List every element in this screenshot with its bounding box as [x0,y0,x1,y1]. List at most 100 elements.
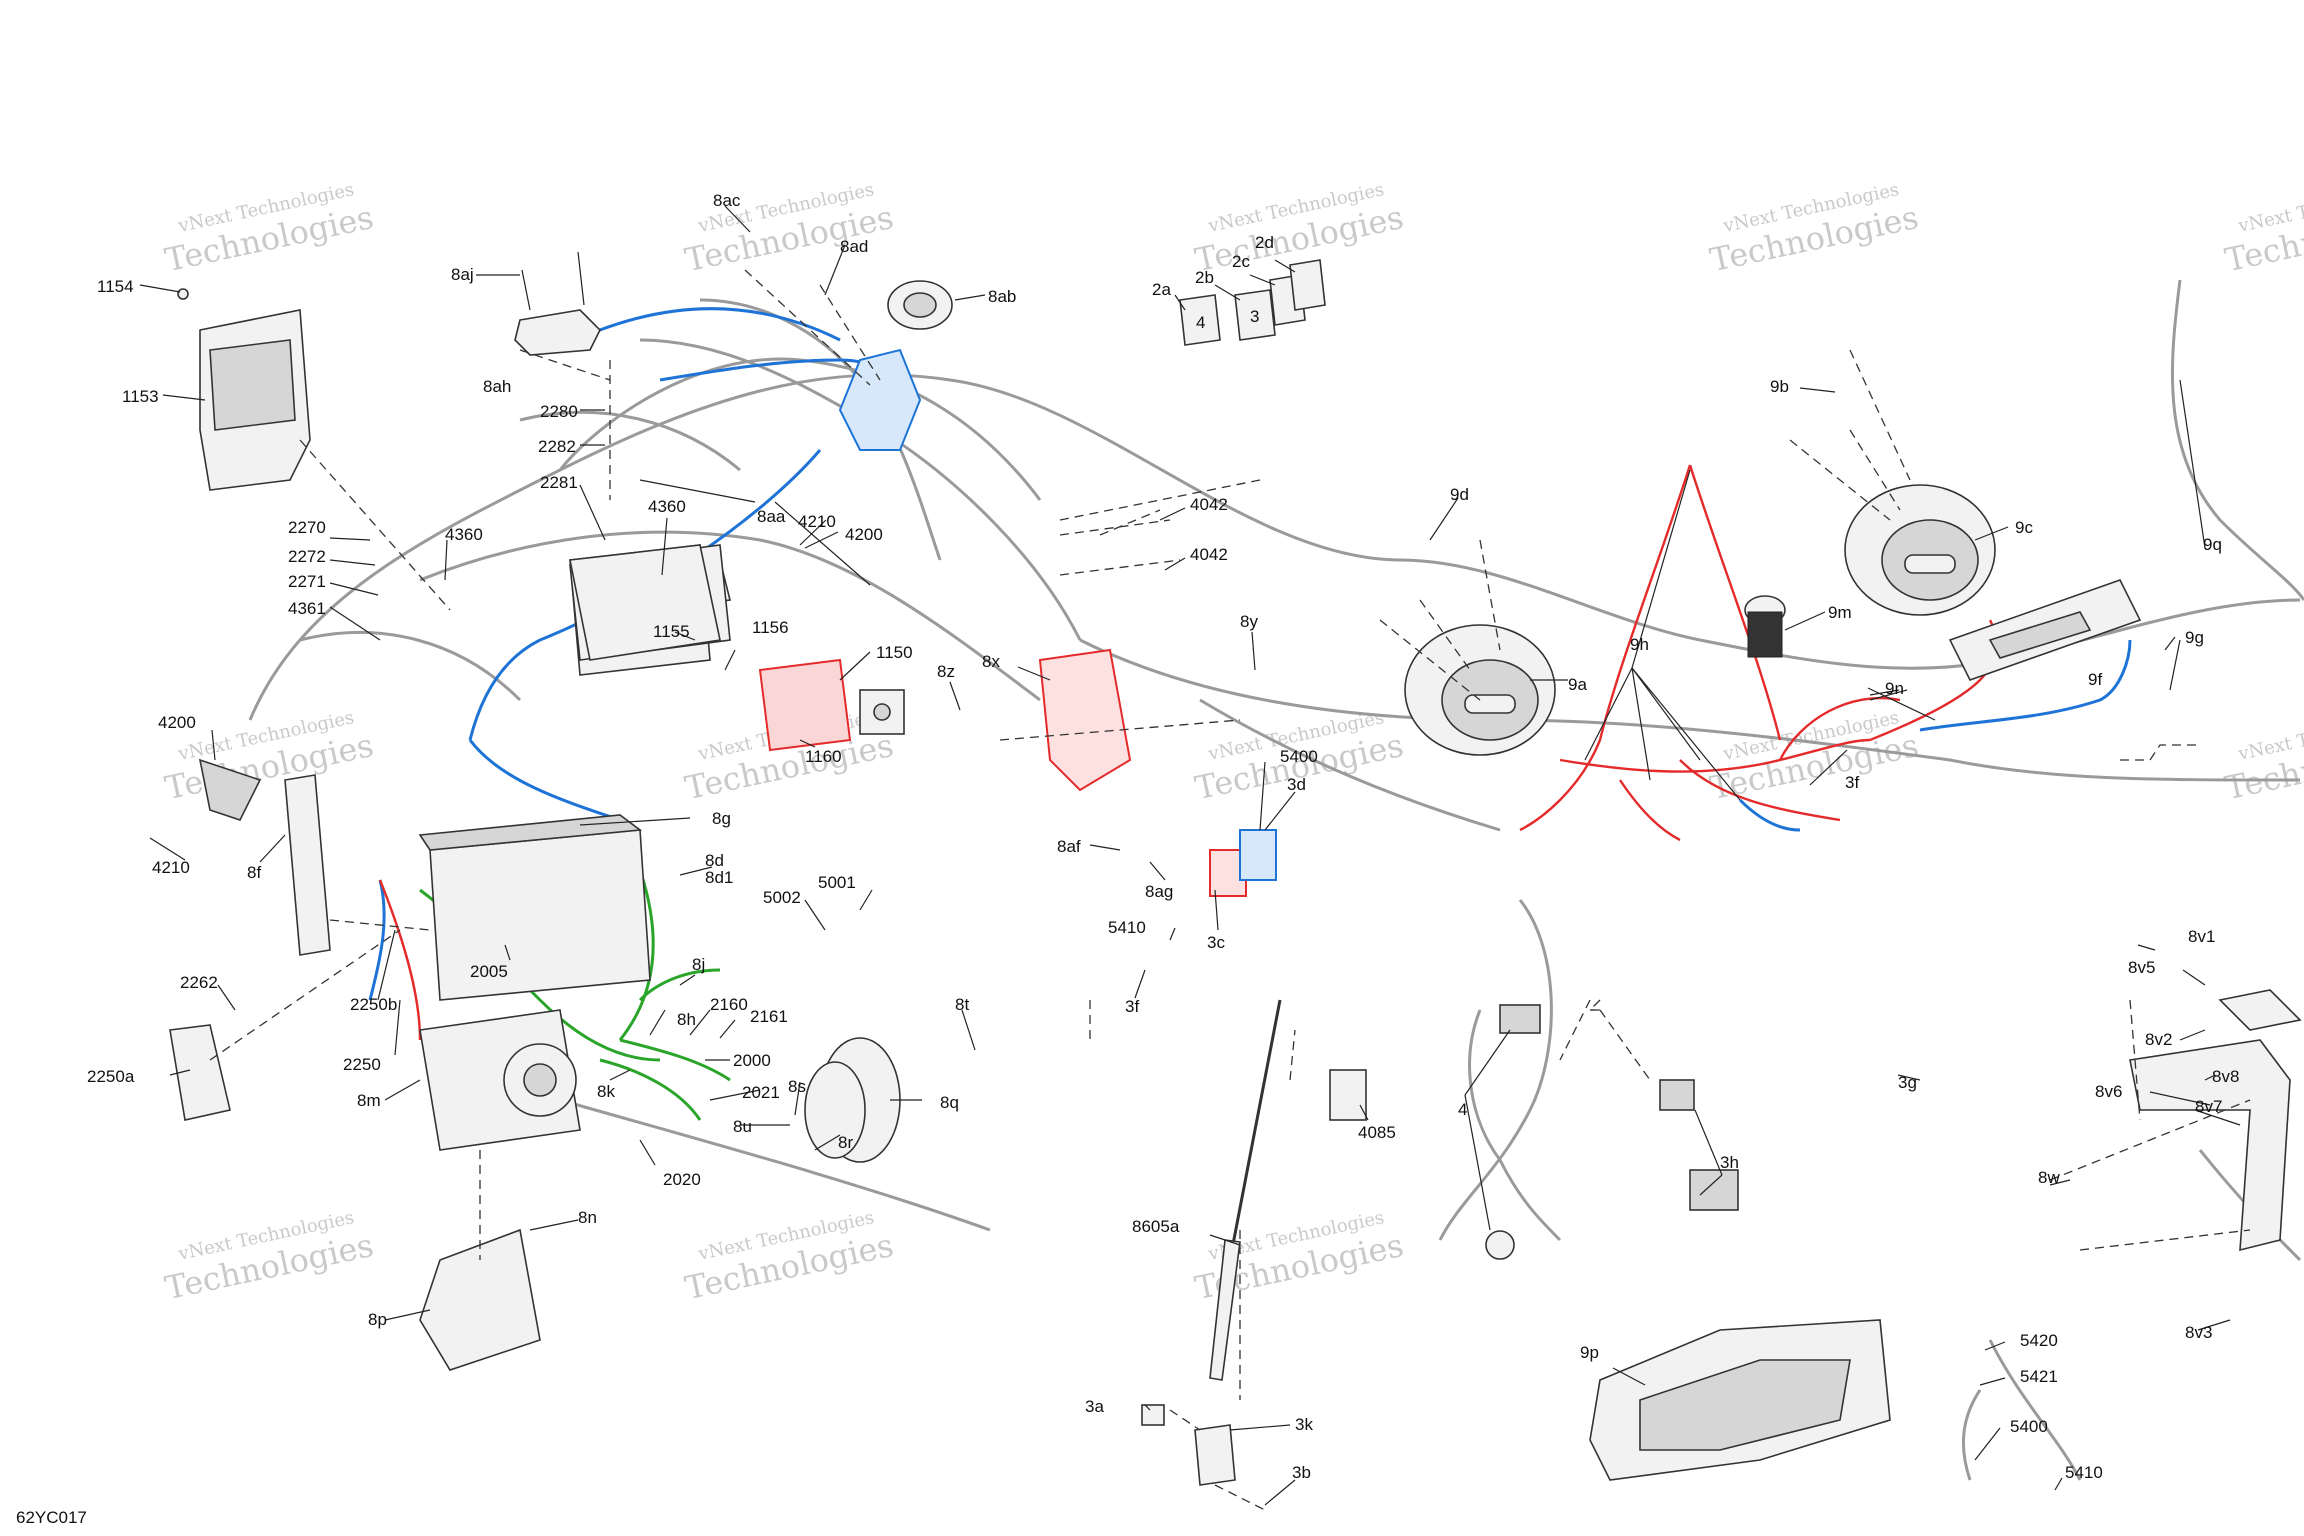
callout-8x: 8x [982,652,1000,671]
assembly-lines [209,269,2251,1511]
part-4085-module [1329,1069,1367,1121]
callout-9n: 9n [1885,679,1904,698]
callout-3k: 3k [1295,1415,1313,1434]
callout-8ab: 8ab [988,287,1016,306]
part-3k-bracket [1141,1404,1236,1486]
callout-4200: 4200 [845,525,883,544]
callout-9h: 9h [1630,635,1649,654]
callout-8j: 8j [692,955,705,974]
callout-8v5: 8v5 [2128,958,2155,977]
leader-lines [139,205,2241,1506]
callout-3f: 3f [1125,997,1139,1016]
part-8v6-bracket [2129,989,2302,1252]
callout-2000: 2000 [733,1051,771,1070]
part-9m-usb [1744,595,1786,658]
callout-8n: 8n [578,1208,597,1227]
callout-8aj: 8aj [451,265,474,284]
callout-5410: 5410 [1108,918,1146,937]
part-9n-light-bar [1948,579,2142,681]
callout-8ad: 8ad [840,237,868,256]
callout-3b: 3b [1292,1463,1311,1482]
callout-8r: 8r [838,1133,853,1152]
callout-2262: 2262 [180,973,218,992]
part-2250a-module [169,1024,231,1121]
callout-2250b: 2250b [350,995,397,1014]
part-switch-bank: 4 3 [1179,259,1326,346]
part-3h-connector [1659,1079,1739,1211]
callout-9q: 9q [2203,535,2222,554]
part-9a-speaker [1404,624,1556,756]
callout-8aa: 8aa [757,507,786,526]
callout-2282: 2282 [538,437,576,456]
callout-4200: 4200 [158,713,196,732]
callout-8u: 8u [733,1117,752,1136]
callout-2270: 2270 [288,518,326,537]
callout-9g: 9g [2185,628,2204,647]
part-8f-bracket [284,774,331,956]
callout-8z: 8z [937,662,955,681]
callout-8af: 8af [1057,837,1081,856]
callout-8p: 8p [368,1310,387,1329]
callout-4042: 4042 [1190,495,1228,514]
callout-8h: 8h [677,1010,696,1029]
callout-8s: 8s [788,1077,806,1096]
callout-8w: 8w [2038,1168,2060,1187]
callout-3h: 3h [1720,1153,1739,1172]
part-9c-speaker [1844,484,1996,616]
part-8ab-grommet [887,280,953,330]
callout-8d: 8d [705,851,724,870]
callout-1153: 1153 [122,387,159,406]
callout-8g: 8g [712,809,731,828]
callout-2005: 2005 [470,962,508,981]
part-9p-display [1589,1319,1891,1481]
callout-8t: 8t [955,995,969,1014]
callout-8d1: 8d1 [705,868,733,887]
part-control-box [569,544,721,661]
callout-9b: 9b [1770,377,1789,396]
callout-4360: 4360 [648,497,686,516]
callout-2280: 2280 [540,402,578,421]
callout-8y: 8y [1240,612,1258,631]
switch-digit: 3 [1250,307,1259,326]
callout-8f: 8f [247,863,261,882]
switch-digit: 4 [1196,313,1205,332]
callout-8q: 8q [940,1093,959,1112]
callout-8v8: 8v8 [2212,1067,2239,1086]
callout-4210: 4210 [798,512,836,531]
callout-4360: 4360 [445,525,483,544]
callout-labels: 1154 1153 8aj 8ah 8ac 8ad 8ab 2280 2282 … [87,191,2239,1482]
callout-1150: 1150 [876,643,913,662]
callout-4: 4 [1458,1100,1467,1119]
callout-8m: 8m [357,1091,381,1110]
callout-9m: 9m [1828,603,1852,622]
part-8ah-sensor [514,251,601,356]
part-3c-3d-connectors [1209,829,1277,897]
callout-2c: 2c [1232,252,1250,271]
red-harness [378,464,1998,1041]
part-battery-box [418,814,651,1001]
callout-3g: 3g [1898,1073,1917,1092]
callout-2272: 2272 [288,547,326,566]
part-4-sensor [1485,1004,1541,1260]
callout-2160: 2160 [710,995,748,1014]
callout-2d: 2d [1255,233,1274,252]
callout-3f: 3f [1845,773,1859,792]
callout-5421: 5421 [2020,1367,2058,1386]
callout-1156: 1156 [752,618,789,637]
callout-2250a: 2250a [87,1067,135,1086]
green-harness [419,869,731,1121]
callout-9f: 9f [2088,670,2102,689]
callout-8ac: 8ac [713,191,741,210]
callout-4042: 4042 [1190,545,1228,564]
callout-8ag: 8ag [1145,882,1173,901]
callout-1160: 1160 [805,747,842,766]
part-1153-bracket [177,288,311,491]
callout-2250: 2250 [343,1055,381,1074]
callout-9p: 9p [1580,1343,1599,1362]
callout-2281: 2281 [540,473,578,492]
callout-2271: 2271 [288,572,326,591]
callout-4085: 4085 [1358,1123,1396,1142]
callout-2020: 2020 [663,1170,701,1189]
callout-4361: 4361 [288,599,326,618]
